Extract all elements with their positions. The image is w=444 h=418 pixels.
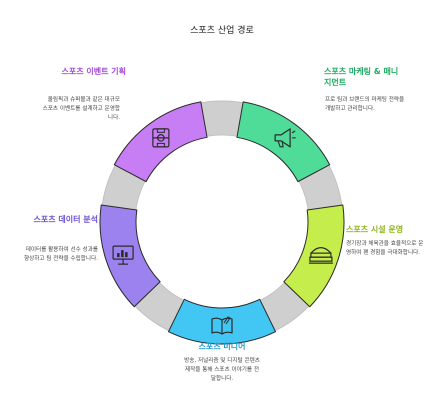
presentation-chart-icon	[112, 245, 134, 265]
stage-desc-analytics: 데이터를 활용하여 선수 성과를 향상하고 팀 전략을 수립합니다.	[23, 247, 98, 262]
megaphone-icon	[274, 128, 296, 148]
stage-desc-facilities: 경기장과 체육관을 효율적으로 운영하여 팬 경험을 극대화합니다.	[346, 241, 424, 256]
book-icon	[211, 316, 233, 335]
stage-segment-facilities	[283, 204, 345, 308]
stadium-icon	[152, 128, 170, 148]
arena-icon	[308, 247, 333, 264]
diagram-title: 스포츠 산업 경로	[190, 26, 254, 36]
stage-title-analytics: 스포츠 데이터 분석	[33, 215, 98, 224]
stage-desc-media: 방송, 저널리즘 및 디지털 콘텐츠 제작을 통해 스포츠 이야기를 전달합니다…	[184, 358, 260, 382]
stage-segment-analytics	[99, 204, 161, 308]
stage-title-events: 스포츠 이벤트 기획	[61, 67, 126, 76]
stage-title-marketing: 스포츠 마케팅 & 매니지먼트	[324, 67, 399, 87]
stage-title-facilities: 스포츠 시설 운영	[346, 225, 404, 234]
stage-segment-events	[113, 101, 208, 183]
stage-desc-marketing: 프로 팀과 브랜드의 마케팅 전략을 개발하고 관리합니다.	[325, 97, 405, 112]
stage-title-media: 스포츠 미디어	[198, 342, 246, 351]
stage-desc-events: 올림픽과 슈퍼볼과 같은 대규모 스포츠 이벤트를 설계하고 운영합니다.	[42, 97, 120, 121]
